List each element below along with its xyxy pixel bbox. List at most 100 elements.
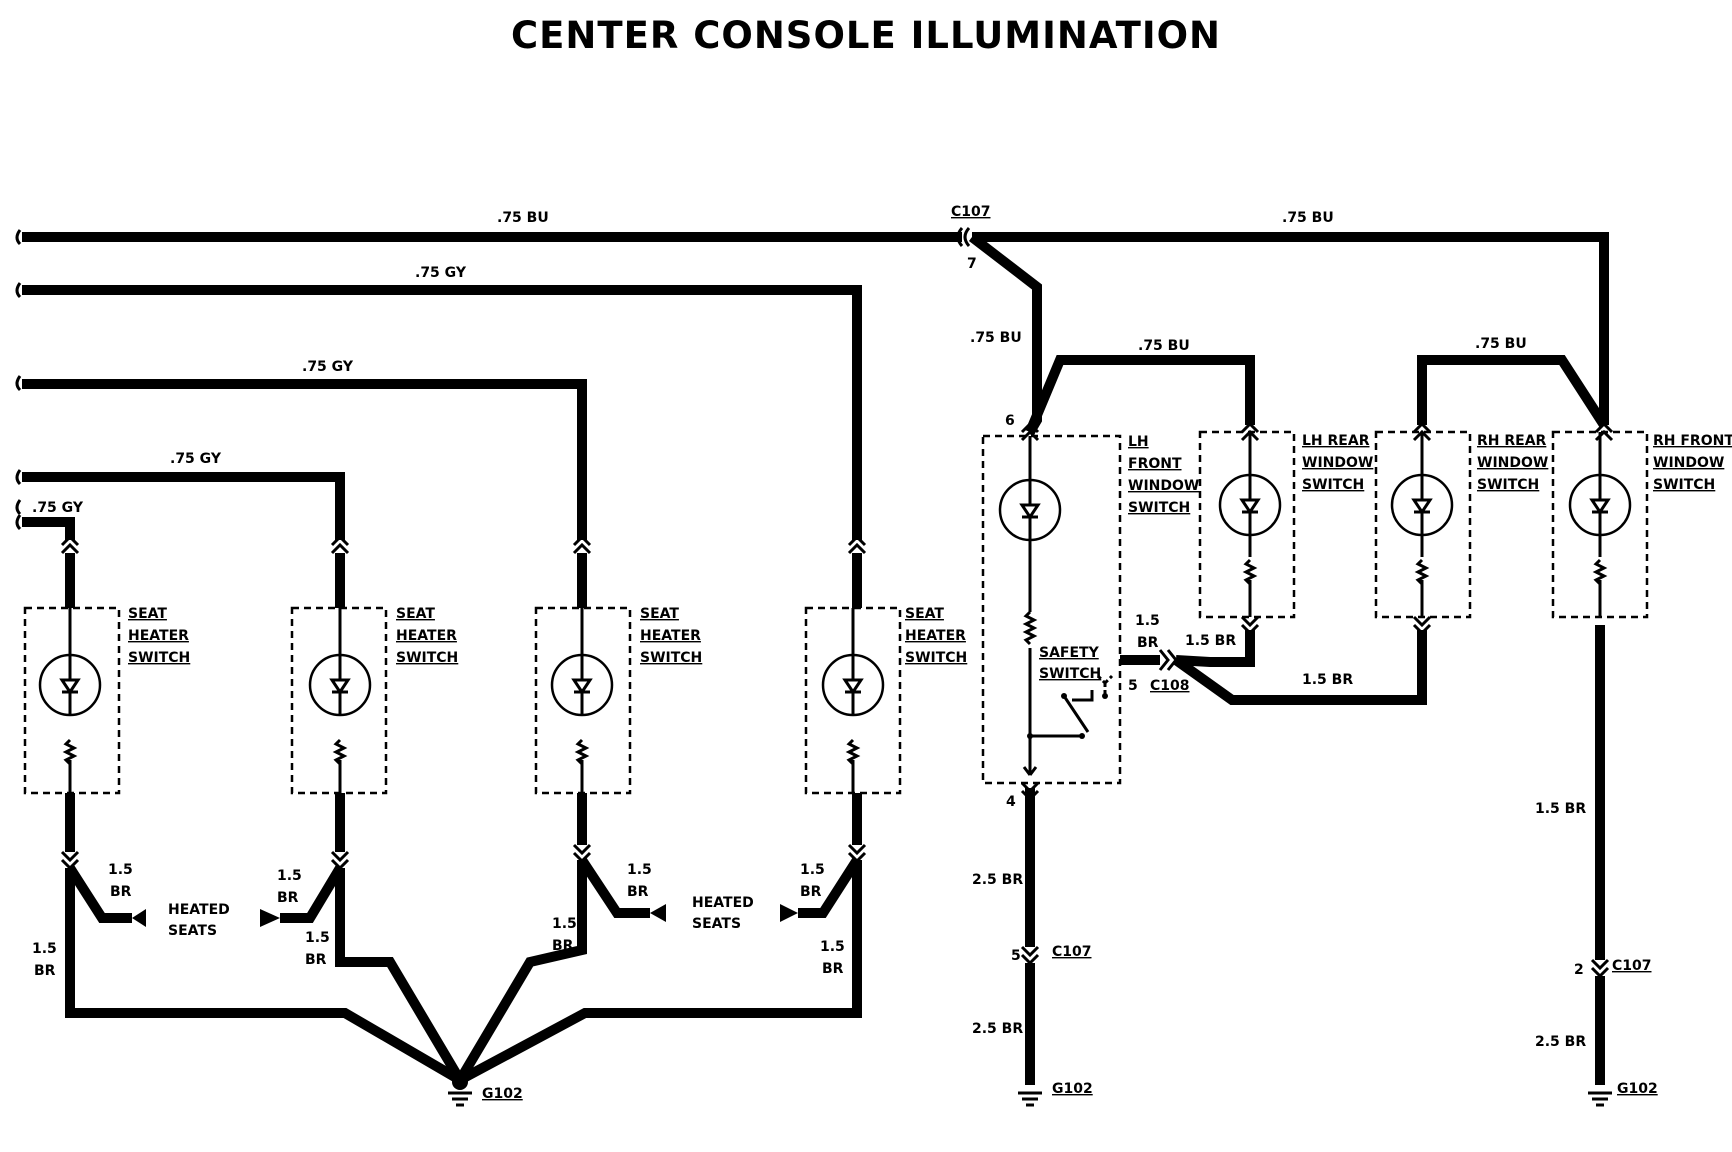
- label-seat: SEAT: [396, 606, 435, 622]
- heated-seats-arrow-2b: [780, 904, 798, 922]
- label-1-5: 1.5: [305, 930, 330, 946]
- label-75gy: .75 GY: [32, 500, 84, 516]
- label-1-5: 1.5: [1135, 613, 1160, 629]
- label-1-5: 1.5: [277, 868, 302, 884]
- wire-end-mark: [15, 469, 22, 486]
- label-pin-2: 2: [1574, 962, 1584, 978]
- label-75bu: .75 BU: [1138, 338, 1190, 354]
- label-window: WINDOW: [1477, 455, 1548, 471]
- rh-front-window-switch: [1551, 421, 1649, 1107]
- wire-end-mark: [15, 229, 22, 246]
- label-br: BR: [305, 952, 327, 968]
- label-br: BR: [627, 884, 649, 900]
- label-switch: SWITCH: [1653, 477, 1715, 493]
- wire-75bu-right: [972, 232, 1609, 425]
- ground-wires-left: [65, 857, 862, 1107]
- label-g102: G102: [482, 1086, 523, 1102]
- wire-75gy-4: [22, 517, 75, 540]
- label-lh-rear: LH REAR: [1302, 433, 1370, 449]
- rh-rear-window-switch: [1173, 355, 1609, 705]
- label-75bu: .75 BU: [970, 330, 1022, 346]
- label-pin-6: 6: [1005, 413, 1015, 429]
- wire-15br-heated-1b: [280, 865, 345, 923]
- wire-end-mark: [15, 282, 22, 299]
- wire-15br-heated-2b: [798, 857, 862, 918]
- heated-seats-arrow-2a: [650, 904, 666, 922]
- label-rh-front: RH FRONT: [1653, 433, 1732, 449]
- label-15-br: 1.5 BR: [1185, 633, 1236, 649]
- label-75bu: .75 BU: [497, 210, 549, 226]
- label-heater: HEATER: [905, 628, 966, 644]
- label-pin-5: 5: [1011, 948, 1021, 964]
- wire-75gy-1: [22, 285, 862, 540]
- label-seats: SEATS: [168, 923, 217, 939]
- wire-labels: .75 BU .75 BU .75 GY .75 GY .75 GY .75 G…: [32, 210, 1586, 1050]
- label-25-br: 2.5 BR: [972, 1021, 1023, 1037]
- connector-labels: C107 7 6 4 5 C108 5 C107 2 C107 G102 G10…: [482, 204, 1658, 1102]
- page-title: CENTER CONSOLE ILLUMINATION: [510, 14, 1222, 57]
- label-g102: G102: [1617, 1081, 1658, 1097]
- ground-icon: [1588, 1091, 1612, 1107]
- label-75gy: .75 GY: [170, 451, 222, 467]
- label-switch: SWITCH: [640, 650, 702, 666]
- label-heater: HEATER: [640, 628, 701, 644]
- wire-end-mark: [15, 499, 22, 516]
- c107-connector-lh: [1020, 945, 1040, 966]
- label-1-5: 1.5: [552, 916, 577, 932]
- label-window: WINDOW: [1302, 455, 1373, 471]
- label-br: BR: [110, 884, 132, 900]
- wire-15br-4: [457, 860, 862, 1085]
- label-front: FRONT: [1128, 456, 1182, 472]
- ground-icon: [448, 1091, 472, 1107]
- label-15-br: 1.5 BR: [1302, 672, 1353, 688]
- label-switch: SWITCH: [128, 650, 190, 666]
- label-75gy: .75 GY: [415, 265, 467, 281]
- wire-end-mark: [15, 514, 22, 531]
- label-br: BR: [822, 961, 844, 977]
- label-switch: SWITCH: [1039, 666, 1101, 682]
- label-heated: HEATED: [692, 895, 754, 911]
- g102-ground-point: [452, 1074, 468, 1090]
- seat-heater-switch-1: [23, 534, 121, 871]
- label-1-5: 1.5: [627, 862, 652, 878]
- label-75bu: .75 BU: [1475, 336, 1527, 352]
- wire-75gy-2: [22, 379, 587, 540]
- c107-connector-rh: [1590, 958, 1610, 979]
- label-25-br: 2.5 BR: [1535, 1034, 1586, 1050]
- label-window: WINDOW: [1653, 455, 1724, 471]
- wire-15br-1: [65, 868, 463, 1085]
- c108-connector: [1158, 649, 1178, 671]
- label-g102: G102: [1052, 1081, 1093, 1097]
- label-seat: SEAT: [905, 606, 944, 622]
- ground-icon: [1018, 1091, 1042, 1107]
- wire-15br-3: [455, 860, 587, 1083]
- label-heater: HEATER: [396, 628, 457, 644]
- label-pin-5: 5: [1128, 678, 1138, 694]
- label-15-br: 1.5 BR: [1535, 801, 1586, 817]
- label-heated: HEATED: [168, 902, 230, 918]
- label-1-5: 1.5: [108, 862, 133, 878]
- label-pin-4: 4: [1006, 794, 1016, 810]
- label-switch: SWITCH: [1128, 500, 1190, 516]
- seat-heater-switch-4: [804, 534, 902, 864]
- label-br: BR: [34, 963, 56, 979]
- label-br: BR: [277, 890, 299, 906]
- lh-rear-window-switch: [1025, 355, 1296, 667]
- label-c107: C107: [951, 204, 991, 220]
- label-rh-rear: RH REAR: [1477, 433, 1547, 449]
- label-c107: C107: [1612, 958, 1652, 974]
- label-75gy: .75 GY: [302, 359, 354, 375]
- label-c108: C108: [1150, 678, 1190, 694]
- label-window: WINDOW: [1128, 478, 1199, 494]
- lh-front-window-switch: [981, 421, 1178, 1107]
- wire-15br-heated-2a: [577, 857, 650, 918]
- heated-seats-arrow-1a: [132, 909, 146, 927]
- label-heater: HEATER: [128, 628, 189, 644]
- label-switch: SWITCH: [1477, 477, 1539, 493]
- seat-heater-switch-2: [290, 534, 388, 871]
- wire-75gy-3: [22, 472, 345, 540]
- label-br: BR: [552, 938, 574, 954]
- label-pin-7: 7: [967, 256, 977, 272]
- label-switch: SWITCH: [1302, 477, 1364, 493]
- heated-seats-arrow-1b: [260, 909, 280, 927]
